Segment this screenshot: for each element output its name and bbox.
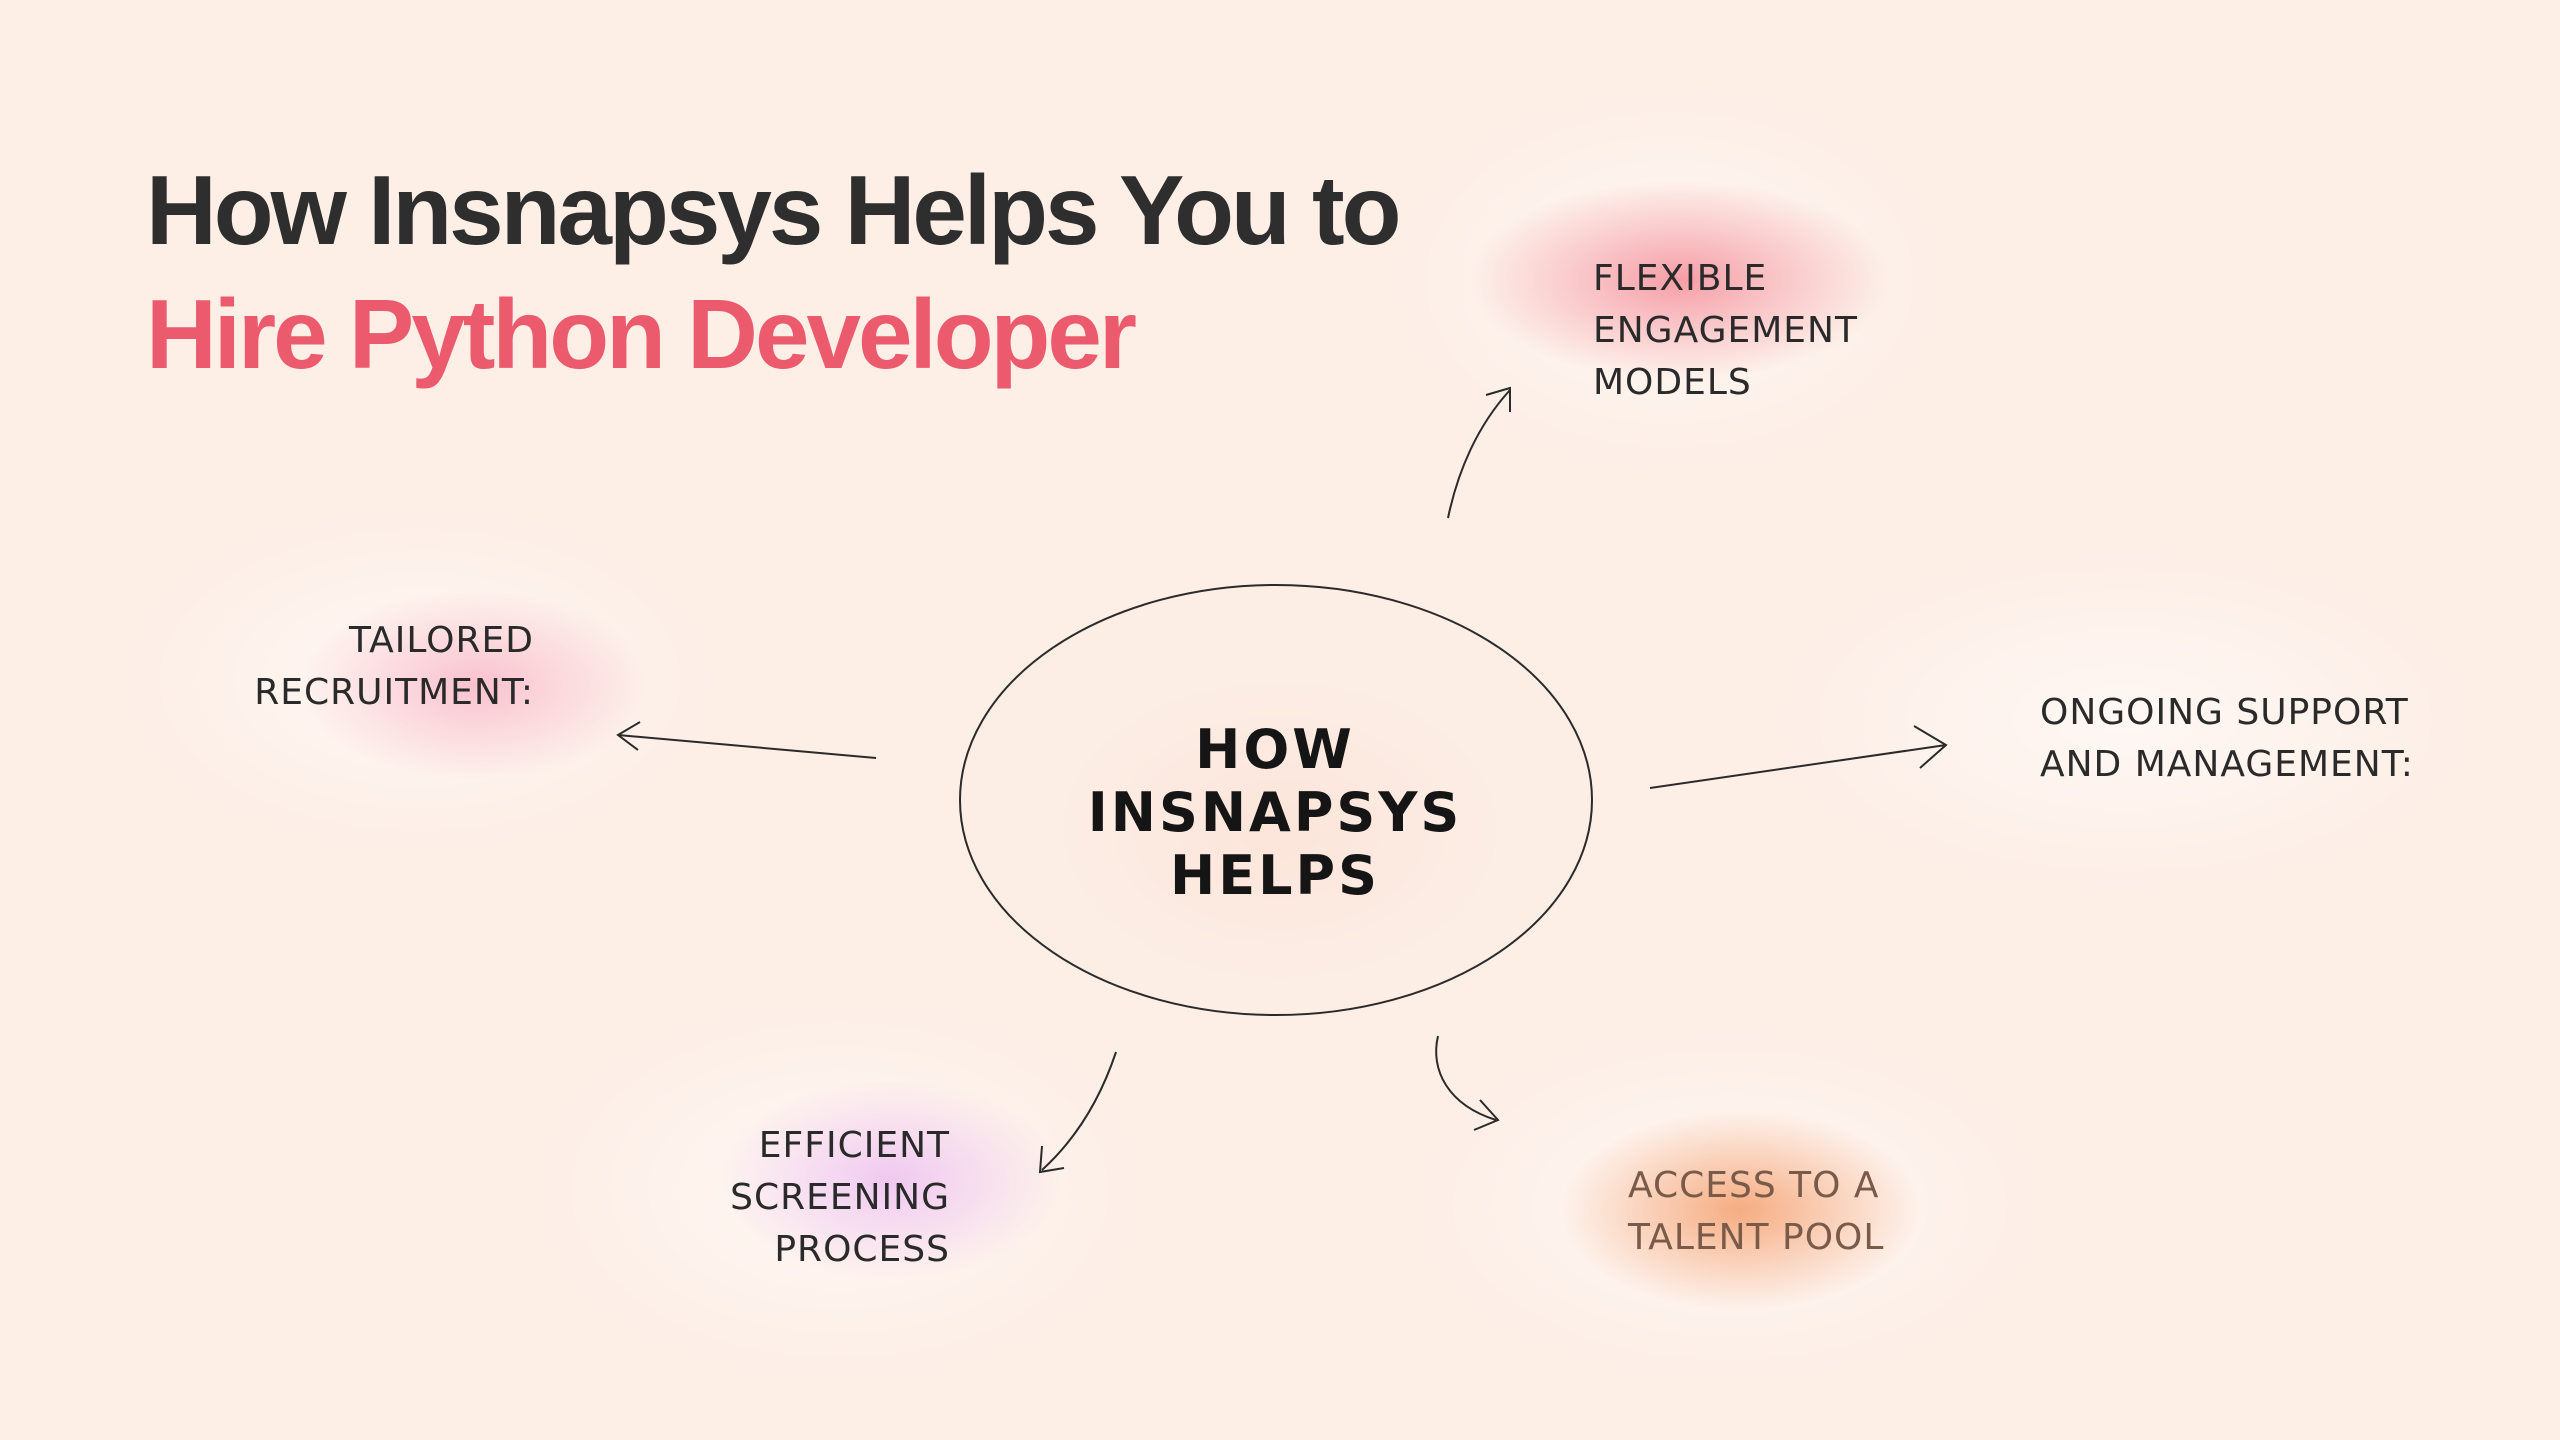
title-line-1: How Insnapsys Helps You to — [146, 155, 1402, 265]
center-node-label: HOW INSNAPSYS HELPS — [1030, 718, 1520, 907]
page-title: How Insnapsys Helps You to Hire Python D… — [146, 148, 1402, 396]
arrow-to-tailored — [617, 734, 877, 759]
node-tailored-recruitment: TAILORED RECRUITMENT: — [200, 615, 534, 719]
arrow-to-access — [1435, 1035, 1497, 1121]
center-line-3: HELPS — [1170, 844, 1380, 907]
node-flexible-line-3: MODELS — [1593, 362, 1752, 403]
node-tailored-line-2: RECRUITMENT: — [254, 672, 534, 713]
center-ellipse — [959, 584, 1593, 1016]
arrowhead-tailored — [616, 721, 641, 751]
node-ongoing-line-2: AND MANAGEMENT: — [2040, 744, 2414, 785]
node-flexible-line-1: FLEXIBLE — [1593, 258, 1768, 299]
node-tailored-line-1: TAILORED — [348, 620, 534, 661]
arrow-to-flexible — [1447, 389, 1511, 519]
arrowhead-efficient — [1038, 1145, 1065, 1174]
node-flexible-line-2: ENGAGEMENT — [1593, 310, 1858, 351]
node-ongoing-line-1: ONGOING SUPPORT — [2040, 692, 2409, 733]
node-efficient-line-2: SCREENING — [730, 1177, 950, 1218]
arrow-to-ongoing — [1649, 744, 1947, 789]
node-access-talent-pool: ACCESS TO A TALENT POOL — [1628, 1160, 1884, 1264]
node-efficient-line-3: PROCESS — [774, 1229, 950, 1270]
center-line-1: HOW — [1195, 718, 1355, 781]
arrowhead-flexible — [1485, 386, 1511, 412]
arrowhead-access — [1473, 1099, 1500, 1131]
node-efficient-line-1: EFFICIENT — [758, 1125, 950, 1166]
node-access-line-2: TALENT POOL — [1628, 1217, 1885, 1258]
arrow-to-efficient — [1041, 1051, 1117, 1171]
title-line-2: Hire Python Developer — [146, 279, 1137, 389]
node-ongoing-support: ONGOING SUPPORT AND MANAGEMENT: — [2040, 687, 2414, 791]
node-flexible-engagement: FLEXIBLE ENGAGEMENT MODELS — [1593, 253, 1858, 409]
arrowhead-ongoing — [1913, 725, 1948, 769]
center-line-2: INSNAPSYS — [1087, 781, 1463, 844]
node-efficient-screening: EFFICIENT SCREENING PROCESS — [640, 1120, 950, 1276]
node-access-line-1: ACCESS TO A — [1628, 1165, 1880, 1206]
